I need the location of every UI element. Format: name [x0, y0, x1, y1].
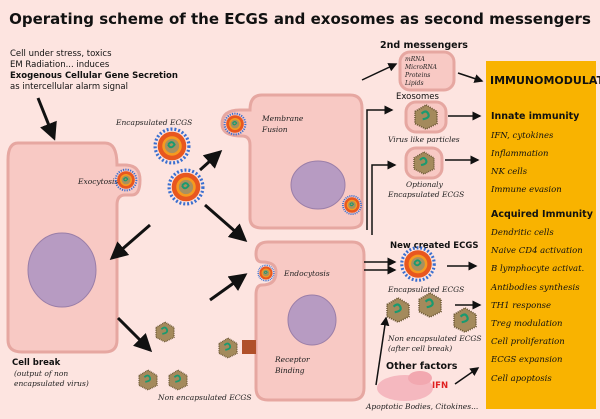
- fusion-label: Fusion: [261, 125, 288, 134]
- acquired-item: Cell proliferation: [491, 337, 565, 347]
- encapsulated-ecgs-label: Encapsulated ECGS: [115, 118, 192, 127]
- exosome-icon: [398, 50, 456, 92]
- intro-line-3: Exogenous Cellular Gene Secretion: [10, 71, 178, 81]
- non-enc-after-label-1: Non encapsulated ECGS: [387, 334, 482, 343]
- exosomes-label: Exosomes: [396, 92, 439, 102]
- nucleus-icon: [287, 294, 337, 346]
- nucleus-icon: [27, 232, 97, 308]
- cell-break-label: Cell break: [12, 358, 61, 368]
- apoptotic-label: Apoptotic Bodies, Citokines...: [365, 402, 478, 411]
- acquired-item: B lymphocyte activat.: [490, 264, 584, 274]
- receptor-icon: [242, 340, 256, 354]
- page-title: Operating scheme of the ECGS and exosome…: [9, 10, 591, 28]
- ifn-label: IFN: [432, 381, 448, 391]
- stress-arrow: [36, 97, 57, 141]
- non-encapsulated-label: Non encapsulated ECGS: [157, 393, 252, 402]
- acquired-heading: Acquired Immunity: [491, 209, 594, 220]
- panel-title: IMMUNOMODULATION: [490, 74, 600, 87]
- cell-break-sub-2: encapsulated virus): [14, 379, 89, 388]
- encapsulated-ecgs-icon: [167, 168, 205, 206]
- binding-label: Binding: [274, 366, 305, 375]
- membrane-label: Membrane: [261, 114, 304, 123]
- immunomodulation-panel: [486, 61, 596, 409]
- virus-like-label: Virus like particles: [388, 135, 460, 144]
- optionaly-label: Optionaly: [406, 180, 444, 189]
- innate-heading: Innate immunity: [491, 111, 580, 122]
- intro-line-4: as intercellular alarm signal: [10, 82, 128, 92]
- intro-line-2: EM Radiation... induces: [10, 60, 110, 70]
- other-factors-heading: Other factors: [386, 361, 458, 372]
- msg-mrna: mRNA: [405, 56, 425, 63]
- encapsulated-ecgs-icon: [153, 127, 191, 165]
- acquired-item: Antibodies synthesis: [490, 283, 580, 293]
- cell-break-sub-1: (output of non: [14, 369, 68, 378]
- receptor-label: Receptor: [274, 355, 310, 364]
- acquired-item: Treg modulation: [491, 319, 563, 329]
- non-enc-after-label-2: (after cell break): [388, 344, 452, 353]
- endocytosis-label: Endocytosis: [283, 269, 330, 278]
- msg-proteins: Proteins: [404, 72, 430, 79]
- acquired-item: Naive CD4 activation: [490, 246, 583, 256]
- innate-item: Immune evasion: [490, 185, 562, 195]
- new-created-heading: New created ECGS: [390, 241, 478, 251]
- optionaly-encapsulated-label: Encapsulated ECGS: [387, 190, 464, 199]
- intro-line-1: Cell under stress, toxics: [10, 49, 112, 59]
- nucleus-icon: [290, 160, 346, 210]
- acquired-item: ECGS expansion: [490, 355, 563, 365]
- msg-microrna: MicroRNA: [404, 64, 438, 71]
- innate-item: IFN, cytokines: [490, 131, 554, 141]
- innate-item: Inflammation: [490, 149, 548, 159]
- innate-item: NK cells: [490, 167, 528, 177]
- msg-lipids: Lipids: [404, 80, 424, 87]
- acquired-item: Cell apoptosis: [491, 374, 552, 384]
- acquired-item: Dendritic cells: [490, 228, 554, 238]
- exocytosis-label: Exocytosis: [77, 177, 118, 186]
- acquired-item: TH1 response: [491, 301, 551, 311]
- second-messengers-heading: 2nd messengers: [380, 40, 468, 51]
- encapsulated-new-label: Encapsulated ECGS: [387, 285, 464, 294]
